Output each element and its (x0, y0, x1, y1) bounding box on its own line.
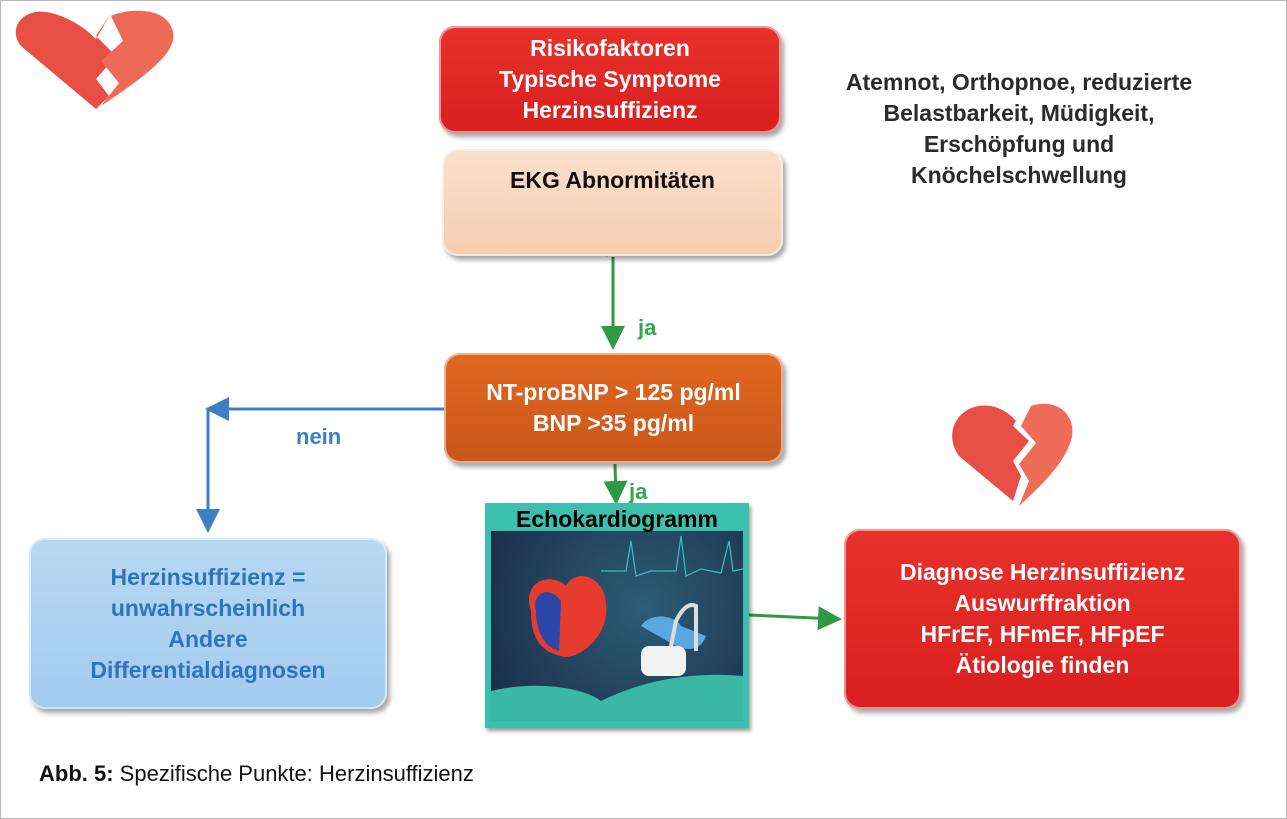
symptoms-text: Atemnot, Orthopnoe, reduzierte Belastbar… (801, 67, 1237, 191)
echo-illustration (491, 535, 743, 721)
bnp-line: NT-proBNP > 125 pg/ml (486, 379, 741, 405)
diagnosis-line: Ätiologie finden (955, 652, 1130, 678)
diagnosis-line: HFrEF, HFmEF, HFpEF (920, 621, 1165, 647)
unlikely-box: Herzinsuffizienz = unwahrscheinlich Ande… (29, 538, 387, 709)
symptom-line: Atemnot, Orthopnoe, reduzierte (845, 69, 1193, 95)
arrow-echo-to-diagnosis (748, 606, 842, 631)
risk-factors-box: Risikofaktoren Typische Symptome Herzins… (439, 26, 781, 133)
unlikely-line: Herzinsuffizienz = (110, 563, 306, 590)
symptom-line: Knöchelschwellung (911, 162, 1127, 188)
bnp-box: NT-proBNP > 125 pg/ml BNP >35 pg/ml (444, 353, 783, 463)
risk-line: Risikofaktoren (530, 35, 690, 61)
figure-caption: Abb. 5: Spezifische Punkte: Herzinsuffiz… (39, 761, 474, 787)
unlikely-line: Andere (168, 625, 248, 652)
no-label: nein (296, 424, 342, 449)
echocardiogram-image: Echokardiogramm (485, 503, 749, 728)
unlikely-line: Differentialdiagnosen (90, 656, 326, 683)
yes-label: ja (629, 479, 648, 504)
symptom-line: Belastbarkeit, Müdigkeit, (883, 100, 1155, 126)
risk-line: Typische Symptome (499, 66, 721, 92)
risk-line: Herzinsuffizienz (522, 97, 698, 123)
caption-text: Spezifische Punkte: Herzinsuffizienz (113, 761, 474, 786)
yes-label: ja (638, 315, 657, 340)
arrow-bnp-to-echo (603, 463, 628, 505)
broken-heart-icon-top (15, 10, 174, 109)
symptom-line: Erschöpfung und (923, 131, 1115, 157)
ekg-box: EKG Abnormitäten (442, 149, 783, 256)
broken-heart-icon-right (952, 403, 1073, 506)
diagnosis-line: Auswurffraktion (954, 590, 1131, 616)
unlikely-line: unwahrscheinlich (110, 594, 306, 621)
echo-label: Echokardiogramm (516, 506, 718, 532)
bnp-line: BNP >35 pg/ml (532, 410, 695, 436)
diagnosis-line: Diagnose Herzinsuffizienz (900, 559, 1185, 585)
ekg-label: EKG Abnormitäten (510, 167, 715, 193)
diagnosis-box: Diagnose Herzinsuffizienz Auswurffraktio… (844, 529, 1241, 709)
caption-label: Abb. 5: (39, 761, 114, 786)
